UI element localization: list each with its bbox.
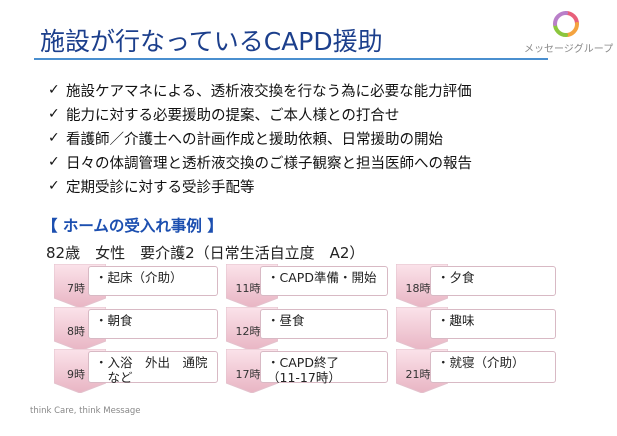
schedule-activity: （11-17時）: [267, 370, 341, 385]
bullet-text: 看護師／介護士への計画作成と援助依頼、日常援助の開始: [66, 131, 443, 148]
bullet-item: ✓ 看護師／介護士への計画作成と援助依頼、日常援助の開始: [48, 126, 588, 150]
case-subtitle: 82歳 女性 要介護2（日常生活自立度 A2）: [46, 244, 365, 262]
time-label: 21時: [405, 368, 431, 381]
time-label: 12時: [235, 325, 261, 338]
bullet-item: ✓ 定期受診に対する受診手配等: [48, 174, 588, 198]
check-icon: ✓: [48, 82, 60, 98]
bullet-item: ✓ 施設ケアマネによる、透析液交換を行なう為に必要な能力評価: [48, 78, 588, 102]
time-label: 9時: [67, 368, 85, 381]
title-rule: [34, 58, 548, 60]
time-label: 18時: [405, 282, 431, 295]
schedule-box: ・CAPD準備・開始: [260, 266, 388, 296]
schedule-box: ・就寝（介助）: [430, 351, 556, 383]
bullet-list: ✓ 施設ケアマネによる、透析液交換を行なう為に必要な能力評価 ✓ 能力に対する必要援…: [48, 78, 588, 198]
bullet-text: 定期受診に対する受診手配等: [66, 179, 255, 196]
check-icon: ✓: [48, 106, 60, 122]
schedule-activity: ・趣味: [437, 313, 475, 328]
bullet-text: 施設ケアマネによる、透析液交換を行なう為に必要な能力評価: [66, 83, 472, 100]
logo-ring-icon: [553, 11, 579, 37]
schedule-activity: ・昼食: [267, 313, 305, 328]
time-label: 7時: [67, 282, 85, 295]
schedule-activity: ・夕食: [437, 270, 475, 285]
page-title: 施設が行なっているCAPD援助: [40, 27, 383, 56]
check-icon: ✓: [48, 178, 60, 194]
check-icon: ✓: [48, 130, 60, 146]
schedule-activity: ・就寝（介助）: [437, 355, 525, 370]
bullet-item: ✓ 日々の体調管理と透析液交換のご様子観察と担当医師への報告: [48, 150, 588, 174]
bullet-text: 日々の体調管理と透析液交換のご様子観察と担当医師への報告: [66, 155, 472, 172]
schedule-box: ・起床（介助）: [88, 266, 218, 296]
bullet-item: ✓ 能力に対する必要援助の提案、ご本人様との打合せ: [48, 102, 588, 126]
brand-logo: メッセージグループ: [524, 10, 614, 60]
schedule-box: ・趣味: [430, 309, 556, 339]
case-title: 【 ホームの受入れ事例 】: [42, 217, 223, 235]
schedule-activity: ・入浴 外出 通院: [95, 355, 208, 370]
time-label: 8時: [67, 325, 85, 338]
schedule-box: ・朝食: [88, 309, 218, 339]
schedule-box: ・入浴 外出 通院 など: [88, 351, 218, 385]
schedule-activity: ・CAPD終了: [267, 355, 339, 370]
bullet-text: 能力に対する必要援助の提案、ご本人様との打合せ: [66, 107, 400, 124]
logo-text: メッセージグループ: [524, 44, 614, 55]
schedule-activity: ・起床（介助）: [95, 270, 183, 285]
time-label: 11時: [235, 282, 261, 295]
schedule-box: ・夕食: [430, 266, 556, 296]
schedule-activity: ・朝食: [95, 313, 133, 328]
schedule-box: ・昼食: [260, 309, 388, 339]
schedule-box: ・CAPD終了（11-17時）: [260, 351, 388, 385]
footer-tagline: think Care, think Message: [30, 406, 141, 416]
time-label: 17時: [235, 368, 261, 381]
schedule-activity: など: [95, 370, 133, 385]
check-icon: ✓: [48, 154, 60, 170]
schedule-activity: ・CAPD準備・開始: [267, 270, 377, 285]
